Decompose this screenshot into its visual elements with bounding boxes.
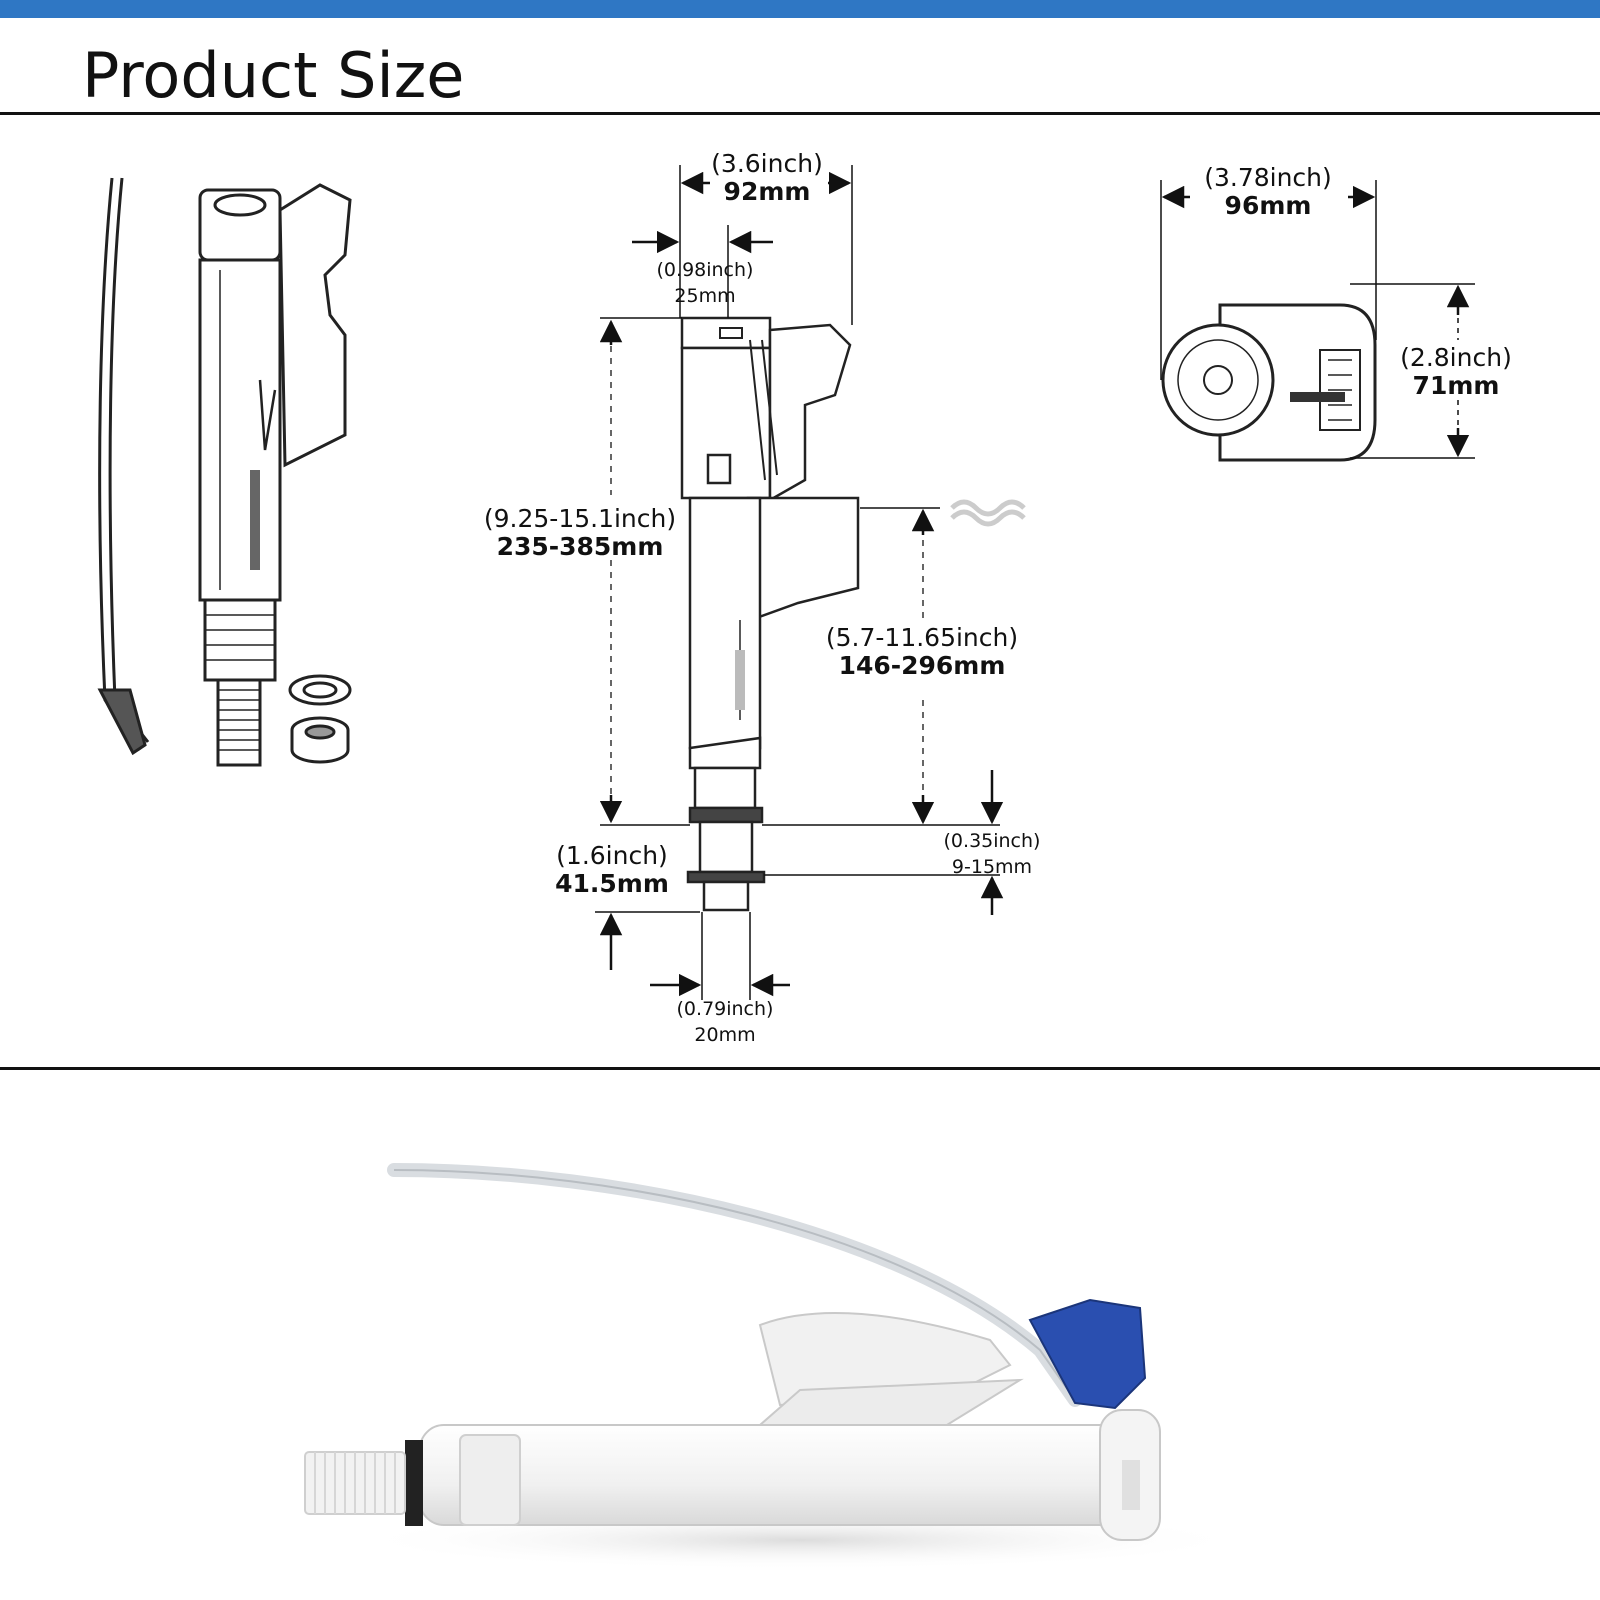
top-divider (0, 112, 1600, 115)
fill-valve-diagram (680, 316, 860, 912)
dim-body-width-mm: 92mm (723, 177, 811, 206)
dim-thread-diameter: (0.79inch) 20mm (677, 996, 774, 1048)
dim-thread-length-mm: 41.5mm (555, 869, 669, 898)
refill-tube-sketch (97, 177, 150, 756)
fill-valve-top-view (1161, 303, 1377, 462)
water-level-icon (950, 499, 1026, 527)
nut-washer-sketch (288, 674, 352, 764)
dim-washer-gap: (0.35inch) 9-15mm (944, 828, 1041, 880)
dim-washer-gap-mm: 9-15mm (951, 856, 1033, 878)
dim-body-width: (3.6inch) 92mm (711, 150, 823, 206)
dim-total-height-mm: 235-385mm (496, 532, 664, 561)
dim-top-depth-inch: (2.8inch) (1400, 343, 1512, 372)
fill-valve-photo (304, 1163, 1250, 1570)
dim-top-width-inch: (3.78inch) (1204, 163, 1332, 192)
fill-valve-sketch (198, 183, 352, 767)
dim-thread-diameter-inch: (0.79inch) (676, 998, 774, 1020)
dim-total-height-inch: (9.25-15.1inch) (483, 504, 677, 533)
bottom-divider (0, 1067, 1600, 1070)
dim-thread-length: (1.6inch) 41.5mm (555, 842, 669, 898)
dim-washer-gap-inch: (0.35inch) (943, 830, 1041, 852)
dim-top-depth: (2.8inch) 71mm (1400, 344, 1512, 400)
dim-thread-diameter-mm: 20mm (694, 1024, 756, 1046)
dim-top-width-mm: 96mm (1224, 191, 1312, 220)
dim-body-width-inch: (3.6inch) (711, 149, 823, 178)
dimension-lines (595, 165, 1004, 1000)
dim-inlet-width-mm: 25mm (674, 285, 736, 307)
page-title: Product Size (82, 39, 465, 112)
top-view-dimension-lines (1160, 180, 1475, 459)
dim-fill-height: (5.7-11.65inch) 146-296mm (826, 624, 1018, 680)
dim-fill-height-mm: 146-296mm (838, 651, 1006, 680)
top-accent-bar (0, 0, 1600, 18)
dim-thread-length-inch: (1.6inch) (556, 841, 668, 870)
dim-inlet-width-inch: (0.98inch) (656, 259, 754, 281)
dim-total-height: (9.25-15.1inch) 235-385mm (484, 505, 676, 561)
dim-top-depth-mm: 71mm (1412, 371, 1500, 400)
dim-fill-height-inch: (5.7-11.65inch) (825, 623, 1019, 652)
dim-top-width: (3.78inch) 96mm (1204, 164, 1332, 220)
dim-inlet-width: (0.98inch) 25mm (657, 257, 754, 309)
